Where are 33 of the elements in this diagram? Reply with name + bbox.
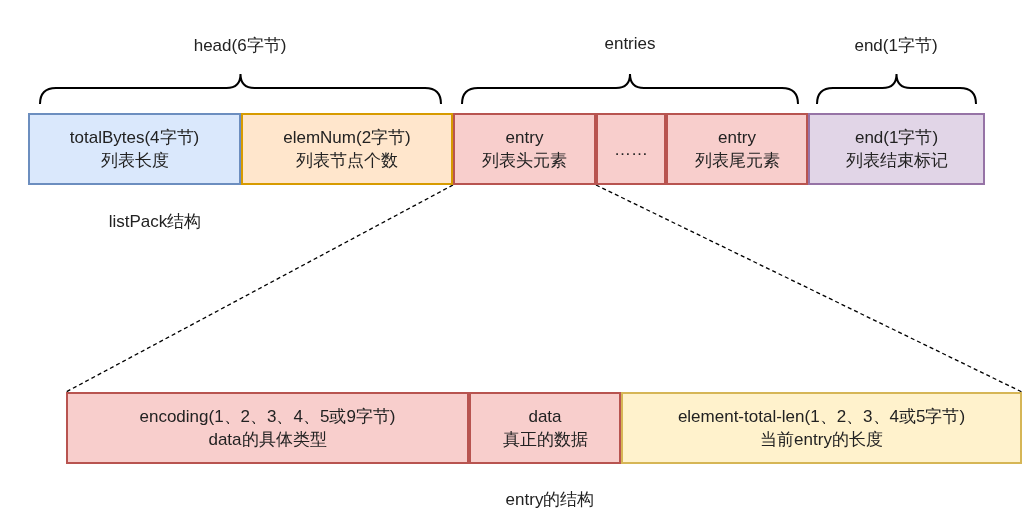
field-box bbox=[28, 113, 241, 185]
bracket-label: entries bbox=[604, 34, 656, 54]
field-label: end(1字节) bbox=[854, 127, 939, 149]
field-label: data的具体类型 bbox=[208, 429, 327, 451]
bracket-label: end(1字节) bbox=[854, 35, 938, 57]
dashed-connector bbox=[65, 184, 454, 393]
field-label: entry bbox=[718, 127, 756, 149]
field-box bbox=[66, 392, 469, 464]
field-box bbox=[241, 113, 453, 185]
bracket-label: head(6字节) bbox=[193, 35, 287, 57]
caption: listPack结构 bbox=[108, 211, 202, 233]
field-label: …… bbox=[614, 138, 648, 161]
field-label: 真正的数据 bbox=[502, 429, 588, 451]
field-label: 列表长度 bbox=[100, 150, 169, 172]
field-label: data bbox=[528, 406, 562, 428]
field-label: element-total-len(1、2、3、4或5字节) bbox=[677, 406, 966, 428]
caption: entry的结构 bbox=[505, 489, 595, 511]
field-label: 列表节点个数 bbox=[296, 150, 398, 172]
field-label: 列表尾元素 bbox=[694, 150, 780, 172]
field-box bbox=[808, 113, 985, 185]
field-label: 列表头元素 bbox=[482, 150, 567, 172]
field-label: 列表结束标记 bbox=[845, 150, 948, 172]
field-box bbox=[666, 113, 808, 185]
field-box bbox=[453, 113, 596, 185]
field-label: elemNum(2字节) bbox=[283, 127, 411, 149]
field-label: totalBytes(4字节) bbox=[69, 127, 200, 149]
field-label: 当前entry的长度 bbox=[760, 429, 883, 451]
field-box bbox=[621, 392, 1022, 464]
field-box bbox=[596, 113, 666, 185]
dashed-connector bbox=[595, 184, 1023, 393]
field-label: entry bbox=[505, 127, 544, 149]
field-box bbox=[469, 392, 621, 464]
field-label: encoding(1、2、3、4、5或9字节) bbox=[139, 406, 396, 428]
